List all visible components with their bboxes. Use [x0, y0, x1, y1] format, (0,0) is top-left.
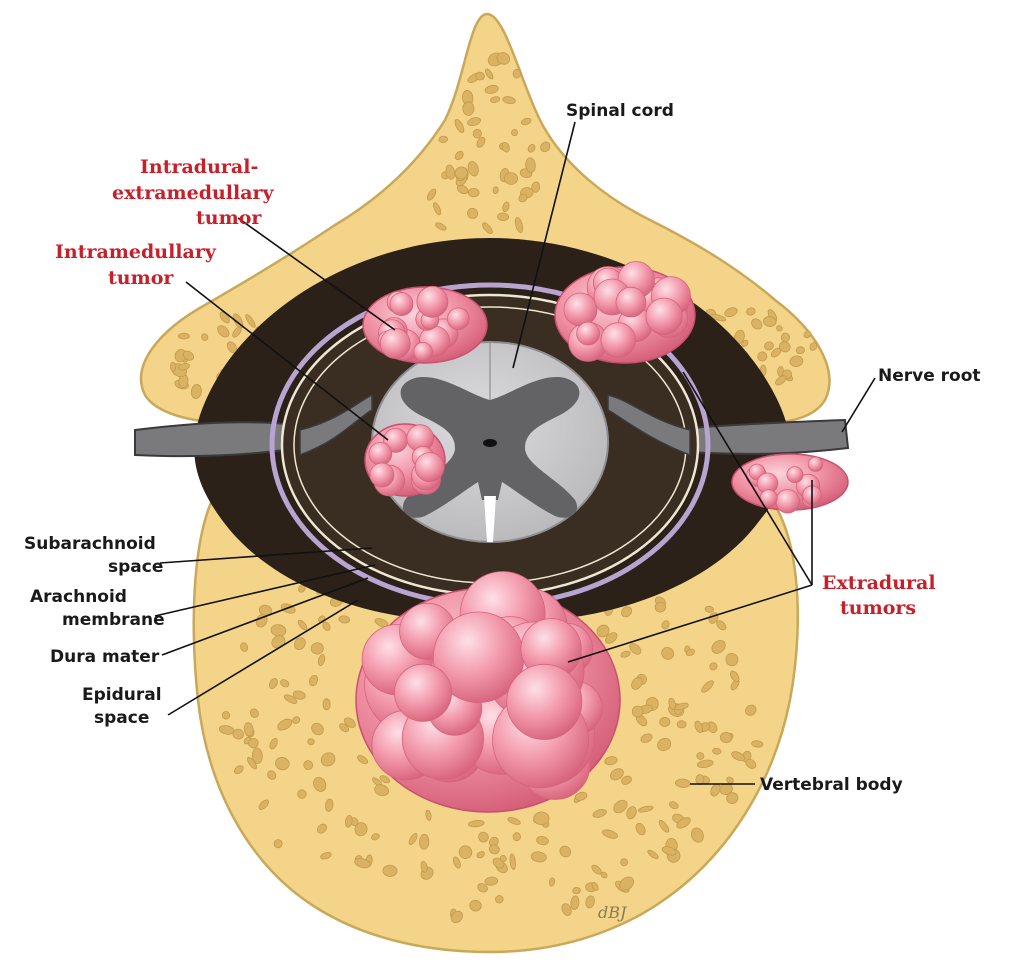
tumor-lobe	[417, 286, 448, 317]
label-extradural-2: tumors	[840, 597, 916, 619]
label-arachnoid-1: Arachnoid	[30, 587, 127, 607]
intramedullary-tumor	[365, 424, 445, 496]
bone-pore	[696, 774, 704, 784]
bone-pore	[497, 213, 509, 221]
tumor-lobe	[370, 463, 394, 487]
artist-signature: dBJ	[598, 903, 628, 922]
label-arachnoid-2: membrane	[62, 610, 165, 630]
bone-pore	[170, 362, 175, 371]
tumor-lobe	[415, 453, 444, 482]
label-nerve-root: Nerve root	[878, 366, 981, 386]
bone-pore	[493, 187, 499, 194]
bone-pore	[308, 739, 315, 745]
central-canal	[483, 439, 497, 447]
tumor-lobe	[808, 457, 822, 471]
label-im-1: Intramedullary	[55, 241, 217, 263]
bone-pore	[677, 721, 686, 728]
label-extradural-1: Extradural	[822, 572, 936, 594]
tumor-lobe	[394, 664, 451, 721]
bone-pore	[439, 136, 448, 143]
tumor-lobe	[380, 329, 410, 359]
bone-pore	[468, 188, 479, 197]
label-idem-3: tumor	[196, 207, 262, 229]
tumor-lobe	[507, 664, 582, 739]
bone-pore	[705, 606, 714, 613]
label-vertebral-body: Vertebral body	[760, 775, 903, 795]
tumor-lobe	[787, 467, 803, 483]
bone-pore	[533, 812, 549, 825]
tumor-lobe	[390, 293, 413, 316]
label-epidural-2: space	[94, 708, 149, 728]
bone-pore	[573, 887, 581, 894]
tumor-lobe	[776, 490, 800, 514]
tumor-lobe	[577, 322, 600, 345]
label-idem-1: Intradural-	[140, 156, 258, 178]
label-subarachnoid-2: space	[108, 557, 163, 577]
label-epidural-1: Epidural	[82, 685, 162, 705]
label-idem-2: extramedullary	[112, 182, 275, 204]
bone-pore	[178, 333, 189, 339]
leader-nerve-root	[842, 378, 875, 432]
tumor-lobe	[601, 323, 636, 358]
bone-pore	[660, 717, 670, 726]
bone-pore	[323, 699, 331, 710]
bone-pore	[463, 102, 474, 116]
intradural-extramedullary-tumor	[363, 286, 487, 363]
tumor-lobe	[414, 342, 433, 361]
label-dura-mater: Dura mater	[50, 647, 160, 667]
tumor-lobe	[564, 293, 597, 326]
tumor-lobe	[369, 442, 392, 465]
label-spinal-cord: Spinal cord	[566, 101, 674, 121]
tumor-lobe	[447, 308, 469, 330]
bone-pore	[513, 833, 521, 841]
label-subarachnoid-1: Subarachnoid	[24, 534, 156, 554]
tumor-lobe	[646, 298, 682, 334]
bone-pore	[419, 834, 429, 849]
label-im-2: tumor	[108, 267, 174, 289]
tumor-lobe	[616, 287, 646, 317]
